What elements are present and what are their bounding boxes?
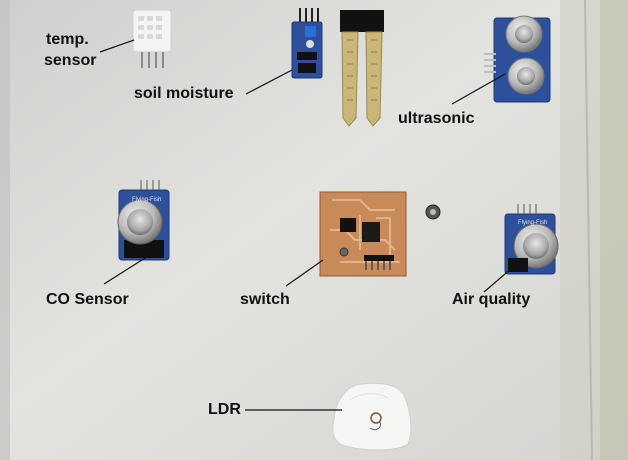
- label-soil-moisture: soil moisture: [134, 85, 234, 102]
- ultrasonic-pointer: [451, 73, 506, 105]
- label-temp-sensor-line2: sensor: [44, 52, 97, 69]
- label-ultrasonic: ultrasonic: [398, 110, 475, 127]
- temp-sensor-module: [132, 9, 172, 68]
- ultrasonic-module: [484, 15, 551, 103]
- label-air-quality: Air quality: [452, 291, 531, 308]
- co-sensor-module: [117, 180, 170, 261]
- air-quality-module: [504, 204, 559, 275]
- co-sensor-module-marking: Flying-Fish: [132, 197, 161, 203]
- label-ldr: LDR: [208, 401, 241, 418]
- switch-pcb: [319, 191, 407, 277]
- soil-moisture-probe: [340, 10, 384, 127]
- pointer-lines: [99, 39, 513, 411]
- label-temp-sensor-line1: temp.: [46, 31, 89, 48]
- label-switch: switch: [240, 291, 290, 308]
- label-co-sensor: CO Sensor: [46, 291, 129, 308]
- soil-moisture-module: [291, 8, 323, 79]
- temp-sensor-pointer: [99, 39, 135, 53]
- air-quality-module-marking: Flying-Fish: [518, 220, 547, 226]
- ldr-sensor: [332, 382, 412, 451]
- soil-moisture-pointer: [245, 69, 293, 95]
- small-component: [425, 204, 441, 220]
- co-sensor-pointer: [103, 252, 154, 285]
- air-quality-pointer: [483, 267, 513, 293]
- switch-pointer: [285, 259, 324, 287]
